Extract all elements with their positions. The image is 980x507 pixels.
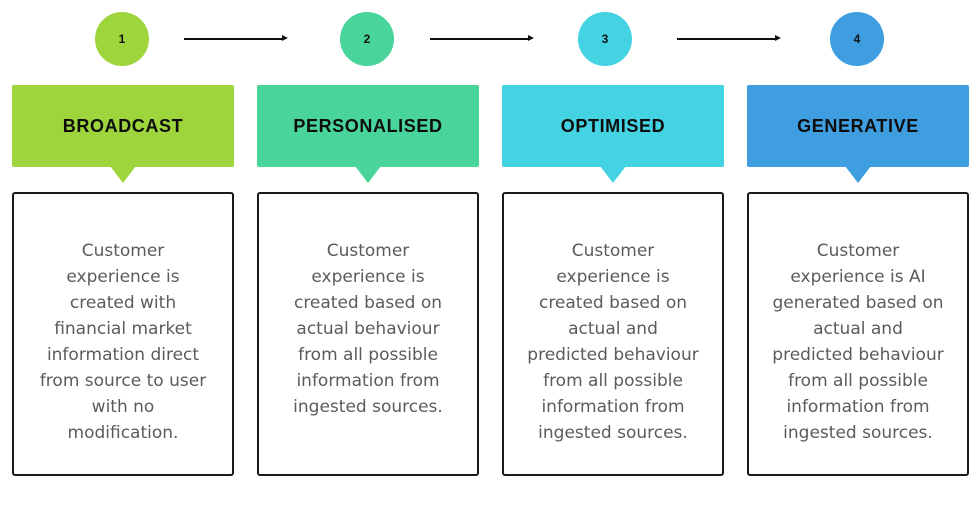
- banner-pointer: [600, 166, 626, 183]
- step-optimised: 3 OPTIMISED Customer experience is creat…: [502, 0, 724, 507]
- step-banner: BROADCAST: [12, 85, 234, 167]
- step-description: Customer experience is created based on …: [527, 241, 699, 443]
- step-number: 4: [853, 32, 861, 46]
- arrow-right-icon: [677, 35, 781, 41]
- step-generative: 4 GENERATIVE Customer experience is AI g…: [747, 0, 969, 507]
- step-number-badge: 4: [830, 12, 884, 66]
- step-title: BROADCAST: [62, 115, 184, 136]
- step-number: 2: [363, 32, 371, 46]
- banner-pointer: [110, 166, 136, 183]
- banner-pointer: [845, 166, 871, 183]
- step-title: OPTIMISED: [560, 115, 666, 136]
- step-banner: PERSONALISED: [257, 85, 479, 167]
- step-description: Customer experience is created with fina…: [39, 241, 207, 443]
- step-banner: GENERATIVE: [747, 85, 969, 167]
- step-personalised: 2 PERSONALISED Customer experience is cr…: [257, 0, 479, 507]
- step-title: PERSONALISED: [293, 115, 443, 136]
- step-broadcast: 1 BROADCAST Customer experience is creat…: [12, 0, 234, 507]
- step-number-badge: 1: [95, 12, 149, 66]
- step-description: Customer experience is AI generated base…: [772, 241, 944, 443]
- step-description-box: Customer experience is created with fina…: [12, 192, 234, 476]
- arrow-right-icon: [184, 35, 288, 41]
- step-description-box: Customer experience is created based on …: [257, 192, 479, 476]
- step-number-badge: 2: [340, 12, 394, 66]
- step-banner: OPTIMISED: [502, 85, 724, 167]
- step-number: 1: [118, 32, 126, 46]
- step-number-badge: 3: [578, 12, 632, 66]
- step-description-box: Customer experience is created based on …: [502, 192, 724, 476]
- step-title: GENERATIVE: [797, 115, 919, 136]
- step-description-box: Customer experience is AI generated base…: [747, 192, 969, 476]
- step-description: Customer experience is created based on …: [293, 241, 443, 417]
- arrow-right-icon: [430, 35, 534, 41]
- banner-pointer: [355, 166, 381, 183]
- step-number: 3: [601, 32, 609, 46]
